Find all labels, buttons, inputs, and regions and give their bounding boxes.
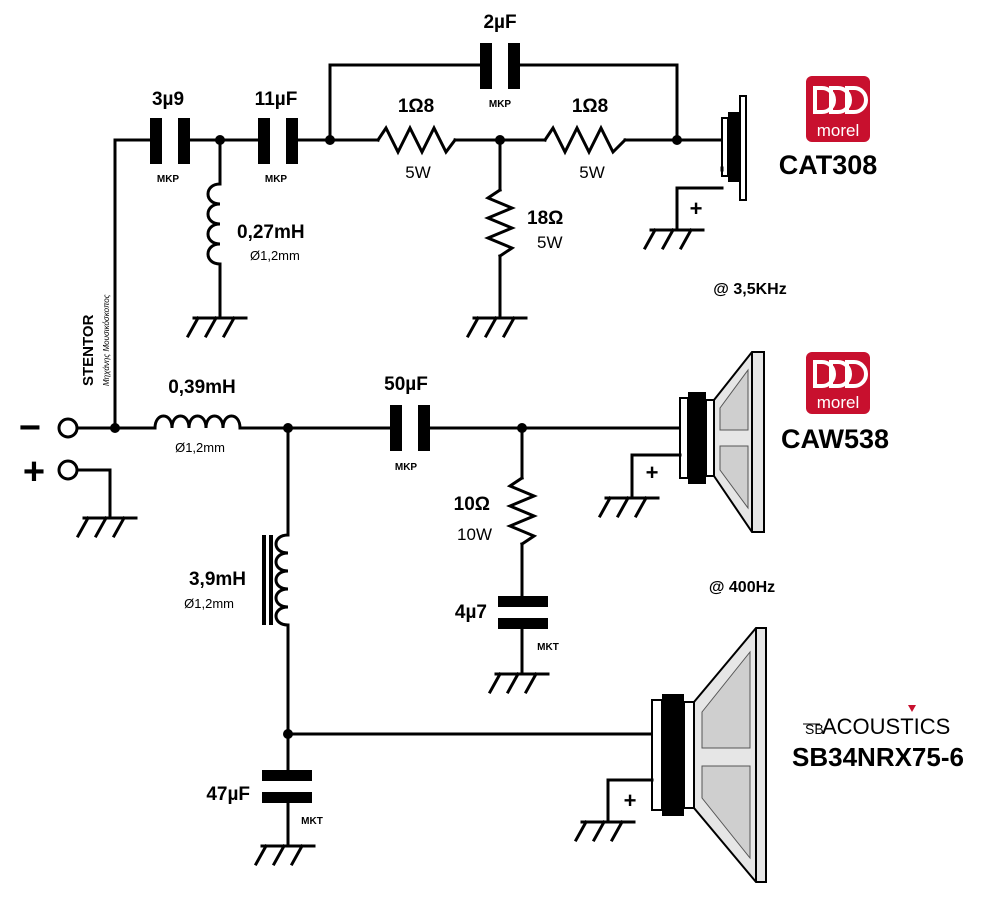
cap-2uf-type: MKP <box>489 99 512 110</box>
zobel-network: 10Ω 10W 4µ7 MKT <box>454 426 559 694</box>
tweeter-driver: + <box>643 95 747 250</box>
sb-acoustics-logo: SB ACOUSTICS <box>803 705 950 739</box>
designer-name: STENTOR <box>80 314 97 386</box>
woofer-model: SB34NRX75-6 <box>792 742 964 772</box>
minus-sign: − <box>19 407 41 449</box>
capacitor-2uf: 2µF MKP <box>480 12 520 110</box>
cap-11uf-value: 11µF <box>255 89 298 110</box>
capacitor-3u9: 3µ9 MKP <box>150 89 190 185</box>
resistor-1r8-b: 1Ω8 5W <box>542 96 628 182</box>
ind-039mh-wire: Ø1,2mm <box>175 440 225 455</box>
woofer-driver: + <box>574 627 767 883</box>
capacitor-50uf: 50µF MKP <box>384 374 430 473</box>
ind-027mh-wire: Ø1,2mm <box>250 248 300 263</box>
ind-027mh-value: 0,27mH <box>237 222 305 243</box>
cap-50uf-value: 50µF <box>384 374 428 395</box>
crossover-high: @ 3,5KHz <box>713 281 786 298</box>
ind-039mh-value: 0,39mH <box>168 377 236 398</box>
tweeter-polarity: + <box>690 196 703 221</box>
cap-4u7-type: MKT <box>537 642 559 653</box>
res-1r8-a-value: 1Ω8 <box>398 96 434 117</box>
res-1r8-b-power: 5W <box>579 163 605 182</box>
midrange-polarity: + <box>646 460 659 485</box>
midrange-branch: 0,39mH Ø1,2mm 50µF MKP 10Ω 10W 4µ7 MKT <box>153 351 889 694</box>
cap-2uf-value: 2µF <box>483 12 516 33</box>
woofer-branch: 3,9mH Ø1,2mm 47µF MKT + SB <box>184 426 964 883</box>
midrange-model: CAW538 <box>781 424 889 454</box>
ind-39mh-value: 3,9mH <box>189 569 246 590</box>
ind-39mh-wire: Ø1,2mm <box>184 596 234 611</box>
cap-3u9-type: MKP <box>157 174 180 185</box>
tweeter-model: CAT308 <box>779 150 878 180</box>
minus-terminal <box>57 417 79 439</box>
cap-47uf-value: 47µF <box>206 784 250 805</box>
cap-3u9-value: 3µ9 <box>152 89 184 110</box>
woofer-polarity: + <box>624 788 637 813</box>
resistor-1r8-a: 1Ω8 5W <box>375 96 458 182</box>
tweeter-branch: 3µ9 MKP 11µF MKP 2µF MKP 1Ω8 5W 1Ω8 5W <box>113 12 878 430</box>
woofer-brand-name: ACOUSTICS <box>822 714 950 739</box>
midrange-brand: morel <box>817 393 860 412</box>
res-18r-value: 18Ω <box>527 208 563 229</box>
capacitor-11uf: 11µF MKP <box>255 89 298 185</box>
woofer-brand-prefix: SB <box>805 721 824 737</box>
res-10r-value: 10Ω <box>454 494 490 515</box>
inductor-027mh: 0,27mH Ø1,2mm <box>186 138 305 338</box>
cap-11uf-type: MKP <box>265 174 288 185</box>
cap-47uf-type: MKT <box>301 816 323 827</box>
res-10r-power: 10W <box>457 525 492 544</box>
designer-tagline: Μηχάνης Μουσικόσκοπος <box>102 294 111 386</box>
plus-terminal <box>57 459 79 481</box>
res-1r8-b-value: 1Ω8 <box>572 96 608 117</box>
cap-50uf-type: MKP <box>395 462 418 473</box>
capacitor-47uf: 47µF MKT <box>206 732 323 866</box>
midrange-driver: + <box>598 351 765 533</box>
resistor-18r: 18Ω 5W <box>466 138 563 338</box>
crossover-low: @ 400Hz <box>709 579 775 596</box>
res-1r8-a-power: 5W <box>405 163 431 182</box>
input-terminals: − + STENTOR Μηχάνης Μουσικόσκοπος <box>19 294 157 538</box>
res-18r-power: 5W <box>537 233 563 252</box>
morel-logo-midrange: morel <box>806 352 870 414</box>
tweeter-brand: morel <box>817 121 860 140</box>
cap-4u7-value: 4µ7 <box>455 602 487 623</box>
morel-logo-tweeter: morel <box>806 76 870 142</box>
plus-sign: + <box>23 451 45 493</box>
